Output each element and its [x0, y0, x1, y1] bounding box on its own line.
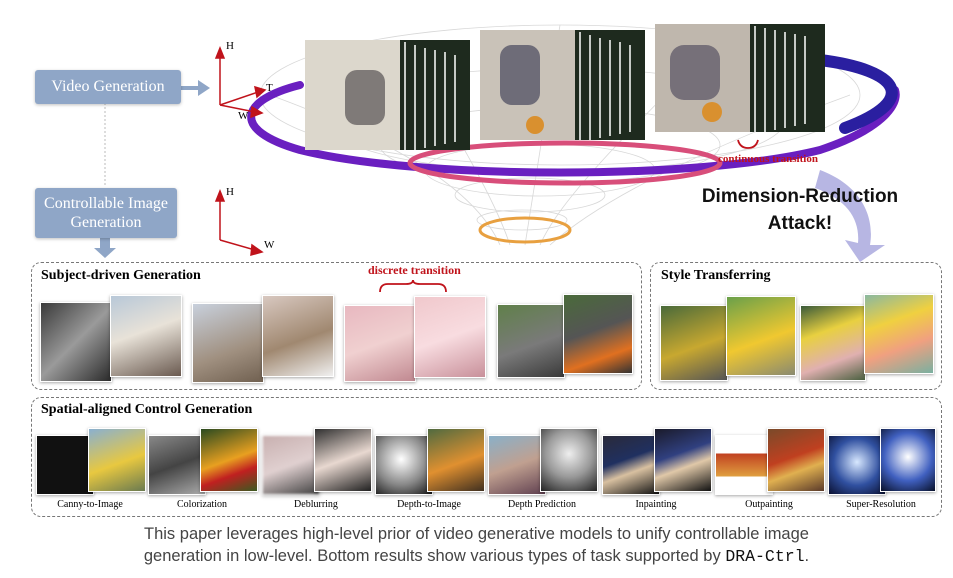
- canny-input-image: [36, 435, 94, 495]
- continuous-transition-label: continuous transition: [718, 153, 818, 165]
- video-frame-stack-3: [655, 24, 825, 132]
- style-transfer-panel: [650, 262, 942, 390]
- outpainting-input-image: [715, 435, 773, 495]
- task-label-colorization: Colorization: [177, 499, 227, 510]
- task-label-deblurring: Deblurring: [294, 499, 338, 510]
- purple-ring: [247, 81, 900, 177]
- outpainting-output-image: [767, 428, 825, 492]
- yellow-car-cartoon-image: [726, 296, 796, 376]
- einstein-sketch-image: [40, 302, 112, 382]
- dog-orange-image: [563, 294, 633, 374]
- spatial-aligned-title: Spatial-aligned Control Generation: [41, 402, 253, 417]
- depth-output-image: [427, 428, 485, 492]
- video-axis-w-label: W: [238, 110, 249, 122]
- discrete-transition-label: discrete transition: [368, 263, 461, 277]
- subject-driven-title: Subject-driven Generation: [41, 268, 201, 283]
- navy-ring-end: [814, 54, 898, 134]
- task-label-depth-to-image: Depth-to-Image: [397, 499, 461, 510]
- pill-arrow-down: [94, 238, 116, 258]
- task-label-inpainting: Inpainting: [635, 499, 677, 510]
- task-label-outpainting: Outpainting: [745, 499, 793, 510]
- figure-top-graphics: [94, 24, 900, 262]
- inpainting-input-image: [602, 435, 660, 495]
- deblurring-output-image: [314, 428, 372, 492]
- video-frame-stack-1: [305, 40, 470, 150]
- image-axes: [214, 188, 264, 257]
- task-label-super-resolution: Super-Resolution: [846, 499, 916, 510]
- caption-code-name: DRA-Ctrl: [725, 547, 805, 566]
- super-resolution-input-image: [828, 435, 886, 495]
- pink-plush-b-image: [414, 296, 486, 378]
- cat-street-image: [192, 303, 264, 383]
- super-resolution-output-image: [880, 428, 936, 492]
- image-axis-w-label: W: [264, 239, 275, 251]
- discrete-brace: [379, 280, 447, 293]
- girl-umbrella-photo-image: [800, 305, 866, 381]
- orange-ring: [478, 216, 572, 244]
- image-axis-h-label: H: [226, 186, 234, 198]
- task-label-canny-to-image: Canny-to-Image: [57, 499, 123, 510]
- spatial-aligned-panel: [31, 397, 942, 517]
- pink-plush-a-image: [344, 305, 416, 382]
- attack-title: Dimension-Reduction Attack!: [701, 186, 899, 234]
- task-label-depth-prediction: Depth Prediction: [507, 499, 577, 510]
- cat-snow-image: [262, 295, 334, 377]
- einstein-photo-image: [110, 295, 182, 377]
- pill-arrow-right: [180, 80, 210, 96]
- video-axis-t-label: T: [266, 82, 273, 94]
- caption-line-2: generation in low-level. Bottom results …: [0, 545, 953, 568]
- pink-ring: [407, 140, 723, 186]
- caption-line-2-text: generation in low-level. Bottom results …: [143, 547, 726, 565]
- video-frame-stack-2: [480, 30, 645, 140]
- video-axes: [214, 45, 267, 119]
- controllable-image-generation-button: Controllable Image Generation: [35, 188, 177, 238]
- attack-arrow: [815, 170, 885, 262]
- yellow-car-photo-image: [660, 305, 728, 381]
- depth-prediction-input-image: [488, 435, 546, 495]
- inpainting-output-image: [654, 428, 712, 492]
- caption-line-1: This paper leverages high-level prior of…: [144, 525, 809, 543]
- deblurring-input-image: [262, 435, 320, 495]
- dog-road-image: [497, 304, 565, 378]
- depth-input-image: [375, 435, 433, 495]
- subject-driven-panel: [31, 262, 642, 390]
- depth-prediction-output-image: [540, 428, 598, 492]
- colorization-input-image: [148, 435, 206, 495]
- video-axis-h-label: H: [226, 40, 234, 52]
- style-transfer-title: Style Transferring: [661, 268, 771, 283]
- colorization-output-image: [200, 428, 258, 492]
- canny-output-image: [88, 428, 146, 492]
- girl-umbrella-cartoon-image: [864, 294, 934, 374]
- figure-caption: This paper leverages high-level prior of…: [0, 523, 953, 568]
- continuous-brace: [737, 139, 759, 149]
- caption-line-2-end: .: [804, 547, 810, 565]
- video-generation-button: Video Generation: [35, 70, 181, 104]
